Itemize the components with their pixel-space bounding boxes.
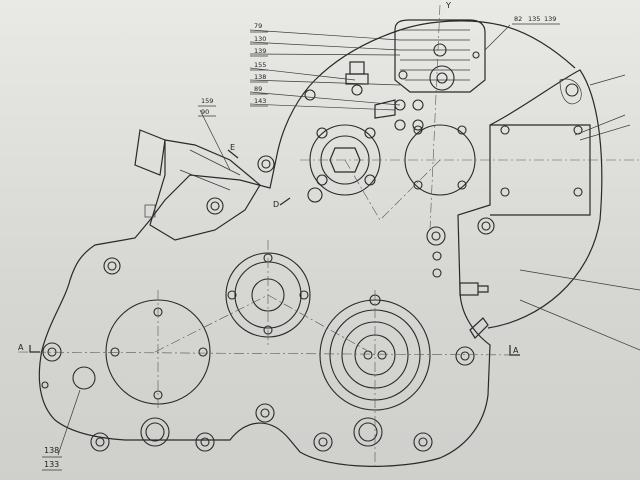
center-lines [17, 4, 640, 470]
section-label-e: E [230, 143, 235, 152]
callout-130: 130 [254, 35, 266, 43]
callout-89: 89 [254, 85, 262, 93]
right-panel [490, 78, 591, 216]
callout-139: 139 [254, 47, 266, 55]
perimeter-bolt-holes [41, 89, 495, 452]
callout-159: 159 [201, 97, 213, 105]
section-markers [29, 149, 520, 356]
callout-82: 82 [514, 15, 522, 23]
section-label-a-right: A [513, 346, 519, 355]
upper-right-bearing [374, 99, 476, 196]
leader-lines [57, 24, 640, 456]
housing-outline [38, 20, 603, 467]
top-bolt [345, 61, 369, 96]
callout-underlines [42, 23, 560, 471]
callout-79: 79 [254, 22, 262, 30]
callout-143: 143 [254, 97, 266, 105]
mounting-bracket [134, 129, 261, 241]
callout-135: 135 [528, 15, 540, 23]
callout-133-bottom: 133 [44, 460, 59, 469]
callout-90: 90 [201, 108, 209, 116]
callout-138-bottom: 138 [44, 446, 59, 455]
callout-138: 138 [254, 73, 266, 81]
callout-155: 155 [254, 61, 266, 69]
section-label-d: D [273, 200, 279, 209]
section-label-a-left: A [18, 343, 24, 352]
callout-139-right: 139 [544, 15, 556, 23]
side-bolt [459, 282, 489, 339]
top-mark: Y [445, 1, 451, 10]
upper-box [394, 19, 486, 93]
